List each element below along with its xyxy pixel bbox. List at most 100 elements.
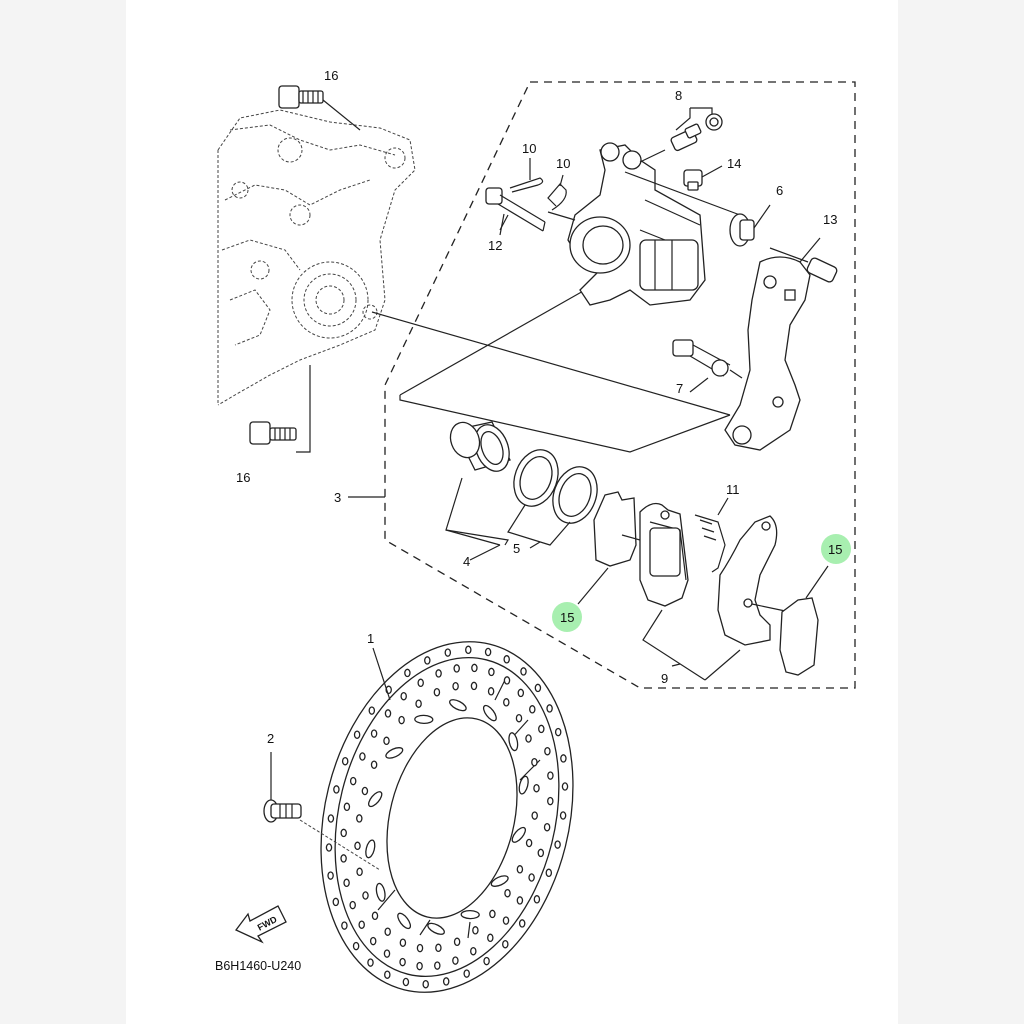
disc-hole [488,667,495,677]
highlight-15-right [821,534,851,564]
callout-13[interactable]: 13 [823,212,837,227]
disc-hole [547,771,554,780]
disc-hole [453,937,461,947]
callout-8[interactable]: 8 [675,88,682,103]
disc-hole [400,691,407,701]
disc-hole [415,699,422,708]
disc-hole [543,822,551,832]
clip-10-a [509,158,544,193]
disc-hole [472,926,479,935]
disc-hole [435,669,442,678]
disc-hole [341,921,348,930]
disc-hole [503,676,511,685]
callout-14[interactable]: 14 [727,156,741,171]
disc-slot [368,791,383,808]
disc-slot [460,909,480,920]
bolt-16-top [278,85,361,131]
disc-hole [554,727,562,737]
disc-hole [487,933,494,943]
disc-hole [424,656,431,665]
disc-slot [490,875,509,887]
callout-5[interactable]: 5 [513,541,520,556]
disc-hole [516,865,524,874]
callout-4[interactable]: 4 [463,554,470,569]
callout-3[interactable]: 3 [334,490,341,505]
disc-hole [362,891,369,900]
disc-hole [516,896,524,905]
callout-9[interactable]: 9 [661,671,668,686]
disc-hole [489,909,496,919]
highlight-15-left [552,602,582,632]
piston-4 [449,421,511,472]
disc-hole [327,871,334,880]
disc-hole [398,715,405,725]
disc-slot [414,714,434,725]
disc-hole [525,838,533,848]
disc-hole [370,729,378,738]
callout-11[interactable]: 11 [726,482,740,497]
disc-hole [358,920,365,929]
disc-hole [554,840,561,849]
disc-slot [518,775,529,795]
disc-hole [384,709,392,718]
brake-disc-1 [320,641,574,993]
disc-hole [416,943,424,953]
callout-15-left[interactable]: 15 [560,610,574,625]
callout-10-a[interactable]: 10 [522,141,536,156]
callout-16-bottom[interactable]: 16 [236,470,250,485]
callout-6[interactable]: 6 [776,183,783,198]
disc-hole [356,814,363,823]
disc-hole [502,916,510,925]
disc-hole [340,828,347,838]
disc-hole [533,783,540,793]
disc-hole [383,949,391,958]
disc-hole [349,900,356,910]
disc-hole [433,687,441,697]
disc-hole [465,645,472,655]
disc-hole [483,956,490,966]
disc-hole [471,663,478,673]
callout-10-b[interactable]: 10 [556,156,570,171]
disc-hole [361,786,369,796]
disc-hole [399,938,407,947]
disc-slot [397,912,412,930]
callout-12[interactable]: 12 [488,238,502,253]
disc-hole [325,843,333,852]
disc-hole [402,977,410,987]
disc-hole [502,939,509,949]
disc-hole [452,681,459,691]
disc-slot [482,704,497,722]
callout-16-top[interactable]: 16 [324,68,338,83]
disc-slot [511,826,526,843]
disc-hole [547,796,554,806]
bolt-16-bottom [249,365,311,453]
disc-hole [503,655,510,664]
caliper-bracket-13 [724,237,838,451]
disc-hole [384,927,391,936]
disc-hole [487,687,495,696]
disc-hole [332,897,340,907]
callout-2[interactable]: 2 [267,731,274,746]
callout-7[interactable]: 7 [676,381,683,396]
disc-hole [561,782,569,791]
disc-hole [435,943,442,953]
disc-slot [385,747,404,759]
disc-slot [365,839,376,859]
disc-hole [444,648,452,657]
disc-hole [544,746,551,756]
disc-hole [520,667,527,676]
disc-hole [368,706,376,715]
disc-slot [375,882,386,902]
bleed-screw-8 [639,107,723,163]
disc-hole [537,848,545,858]
disc-hole [442,977,450,986]
disc-hole [470,681,478,691]
disc-hole [517,688,525,698]
disc-hole [538,724,545,734]
callout-1[interactable]: 1 [367,631,374,646]
disc-hole [531,811,538,820]
disc-hole [470,946,477,956]
callout-15-right[interactable]: 15 [828,542,842,557]
